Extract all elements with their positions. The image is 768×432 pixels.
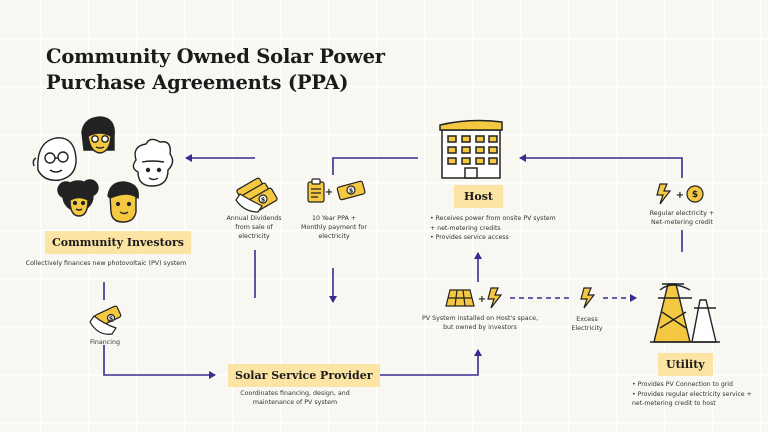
investor-faces-icon <box>32 116 174 223</box>
face-afro-icon <box>57 179 99 217</box>
ppa-caption-line-3: electricity <box>318 233 350 240</box>
dividends-caption-line-1: Annual Dividends <box>226 215 282 222</box>
contract-document-icon <box>307 178 325 203</box>
dollar-coin-icon <box>686 185 704 203</box>
ppa-caption-line-1: 10 Year PPA + <box>311 215 357 222</box>
face-bangs-icon <box>81 116 115 154</box>
utility-bullet-2: Provides regular electricity service + n… <box>632 390 764 409</box>
flow-arrows <box>103 154 683 379</box>
ppa-caption: 10 Year PPA + Monthly payment for electr… <box>292 214 376 241</box>
plus-ppa-glyph: + <box>325 187 333 198</box>
ppa-caption-line-2: Monthly payment for <box>301 224 367 231</box>
face-bald-icon <box>32 137 77 181</box>
pv-lightning-icon <box>487 287 503 309</box>
dividends-caption-line-2: from sale of <box>235 224 273 231</box>
community-investors-label: Community Investors <box>45 231 191 254</box>
arrow-regular-to-host <box>519 154 683 178</box>
host-label: Host <box>454 185 504 208</box>
host-bullets: Receives power from onsite PV system + n… <box>430 214 560 243</box>
plus-pv-glyph: + <box>478 294 486 305</box>
provider-description-line-2: maintenance of PV system <box>252 399 338 406</box>
arrow-provider-to-pv <box>365 349 482 376</box>
money-bill-icon <box>336 180 366 201</box>
excess-lightning-icon <box>580 287 596 309</box>
solar-service-provider-label: Solar Service Provider <box>228 364 380 387</box>
excess-caption-line-1: Excess <box>576 316 598 323</box>
lightning-icon <box>656 183 672 205</box>
financing-caption: Financing <box>90 339 120 346</box>
money-stack-icon <box>235 177 278 213</box>
title-line-1: Community Owned Solar Power <box>46 45 385 68</box>
financing-money-icon <box>89 305 122 335</box>
host-bullet-1: Receives power from onsite PV system + n… <box>430 214 560 233</box>
plus-regular-glyph: + <box>676 190 684 201</box>
investors-description: Collectively finances new photovoltaic (… <box>25 260 187 267</box>
pv-caption-line-2: but owned by investors <box>443 324 517 331</box>
solar-panel-icon <box>445 289 475 307</box>
provider-description: Coordinates financing, design, and maint… <box>220 389 370 407</box>
power-tower-icon <box>650 283 720 343</box>
dividends-dollar-glyph: $ <box>261 196 266 204</box>
utility-bullet-1: Provides PV Connection to grid <box>632 380 764 390</box>
provider-description-line-1: Coordinates financing, design, and <box>240 390 350 397</box>
utility-bullets: Provides PV Connection to grid Provides … <box>632 380 764 409</box>
arrow-financing-to-provider <box>103 345 216 379</box>
title-line-2: Purchase Agreements (PPA) <box>46 71 349 94</box>
arrow-host-to-ppa <box>332 157 418 175</box>
pv-caption-line-1: PV System installed on Host's space, <box>422 315 538 322</box>
excess-caption: Excess Electricity <box>562 315 612 333</box>
excess-caption-line-2: Electricity <box>571 325 603 332</box>
building-icon <box>439 119 503 179</box>
plus-signs: + + + <box>325 187 684 305</box>
dividends-caption-line-3: electricity <box>238 233 270 240</box>
dollar-glyphs: $ $ $ $ <box>109 187 698 323</box>
ppa-dollar-glyph: $ <box>349 187 354 195</box>
face-curly-icon <box>132 138 174 187</box>
pv-system-caption: PV System installed on Host's space, but… <box>410 314 550 332</box>
face-man-icon <box>107 181 139 223</box>
financing-dollar-glyph: $ <box>109 315 114 323</box>
host-bullet-2: Provides service access <box>430 233 560 243</box>
diagram-title: Community Owned Solar Power Purchase Agr… <box>46 44 385 96</box>
regular-caption: Regular electricity + Net-metering credi… <box>640 209 724 227</box>
utility-label: Utility <box>658 353 713 376</box>
regular-caption-line-2: Net-metering credit <box>650 219 713 226</box>
dividends-caption: Annual Dividends from sale of electricit… <box>212 214 296 241</box>
regular-dollar-glyph: $ <box>692 190 698 200</box>
regular-caption-line-1: Regular electricity + <box>649 210 715 217</box>
